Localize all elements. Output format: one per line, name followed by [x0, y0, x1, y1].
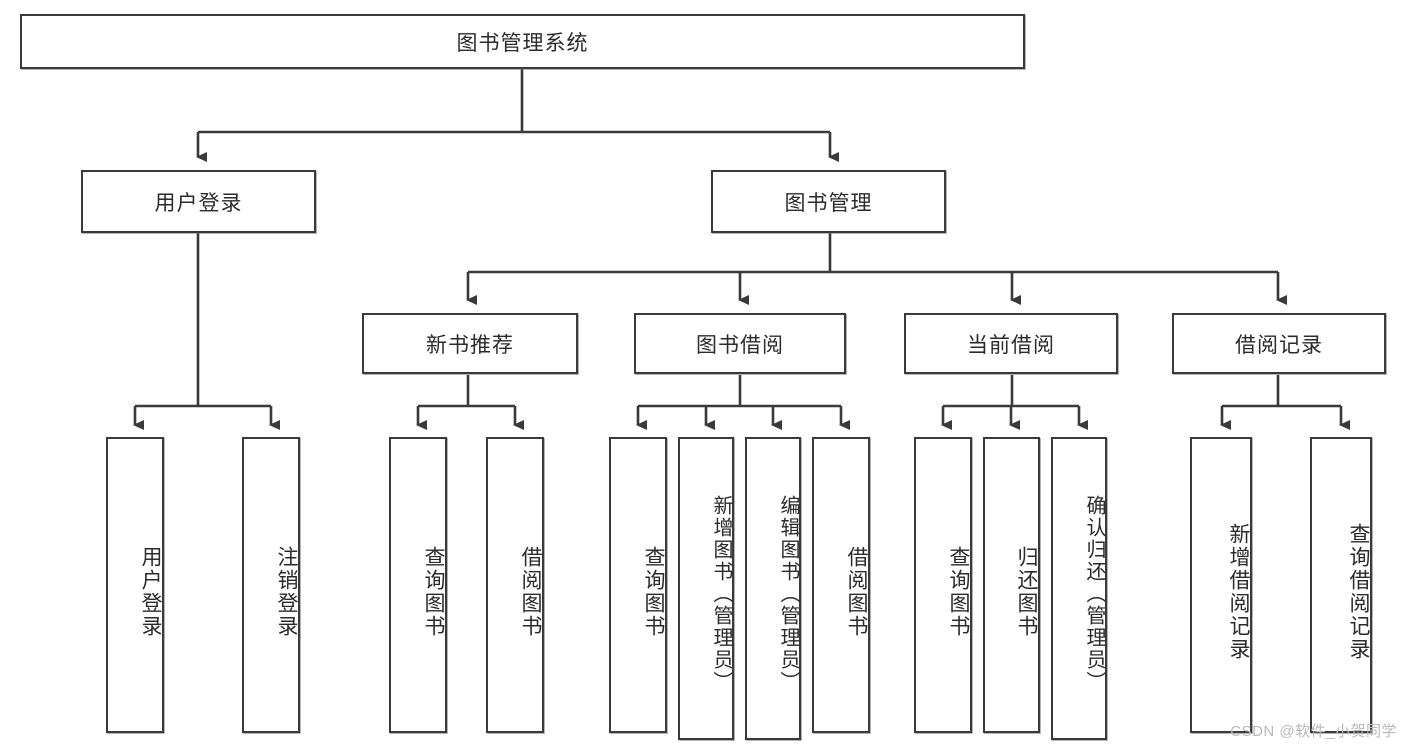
- node-book-management-label: 图书管理: [784, 191, 873, 215]
- node-book-borrow-label: 图书借阅: [696, 333, 784, 357]
- leaf-book-borrow-add-label: 新增图书（管理员）: [710, 494, 732, 693]
- leaf-user-login-login[interactable]: 用户登录: [106, 437, 164, 733]
- leaf-book-borrow-query[interactable]: 查询图书: [609, 437, 667, 733]
- csdn-watermark: CSDN @软件_小贺同学: [1230, 723, 1397, 740]
- leaf-book-borrow-query-label: 查询图书: [642, 546, 665, 638]
- node-book-management[interactable]: 图书管理: [711, 170, 946, 233]
- node-root-system-label: 图书管理系统: [456, 31, 589, 55]
- leaf-current-borrow-query-label: 查询图书: [947, 546, 970, 638]
- leaf-book-borrow-add[interactable]: 新增图书（管理员）: [678, 437, 734, 740]
- node-root-system[interactable]: 图书管理系统: [20, 14, 1025, 69]
- leaf-book-borrow-edit-label: 编辑图书（管理员）: [777, 494, 799, 693]
- leaf-new-book-query[interactable]: 查询图书: [389, 437, 447, 733]
- leaf-book-borrow-borrow[interactable]: 借阅图书: [812, 437, 870, 733]
- node-user-login[interactable]: 用户登录: [81, 170, 316, 233]
- leaf-user-login-logout-label: 注销登录: [275, 546, 298, 638]
- leaf-new-book-borrow-label: 借阅图书: [519, 546, 542, 638]
- leaf-book-borrow-edit[interactable]: 编辑图书（管理员）: [745, 437, 801, 740]
- leaf-borrow-records-query[interactable]: 查询借阅记录: [1310, 437, 1372, 733]
- node-borrow-records[interactable]: 借阅记录: [1172, 313, 1386, 374]
- leaf-new-book-borrow[interactable]: 借阅图书: [486, 437, 544, 733]
- leaf-current-borrow-confirm[interactable]: 确认归还（管理员）: [1051, 437, 1107, 740]
- leaf-current-borrow-return-label: 归还图书: [1015, 546, 1038, 638]
- node-current-borrow-label: 当前借阅: [967, 333, 1055, 357]
- node-borrow-records-label: 借阅记录: [1235, 333, 1323, 357]
- leaf-current-borrow-query[interactable]: 查询图书: [914, 437, 972, 733]
- node-new-book-recommend-label: 新书推荐: [426, 333, 514, 357]
- leaf-borrow-records-add-label: 新增借阅记录: [1227, 523, 1250, 661]
- node-book-borrow[interactable]: 图书借阅: [634, 313, 846, 374]
- leaf-user-login-logout[interactable]: 注销登录: [242, 437, 300, 733]
- node-user-login-label: 用户登录: [154, 191, 243, 215]
- leaf-current-borrow-return[interactable]: 归还图书: [983, 437, 1040, 733]
- leaf-borrow-records-add[interactable]: 新增借阅记录: [1190, 437, 1252, 733]
- leaf-current-borrow-confirm-label: 确认归还（管理员）: [1083, 494, 1105, 693]
- leaf-borrow-records-query-label: 查询借阅记录: [1347, 523, 1370, 661]
- node-current-borrow[interactable]: 当前借阅: [904, 313, 1118, 374]
- node-new-book-recommend[interactable]: 新书推荐: [362, 313, 578, 374]
- leaf-user-login-login-label: 用户登录: [139, 546, 162, 638]
- leaf-new-book-query-label: 查询图书: [422, 546, 445, 638]
- leaf-book-borrow-borrow-label: 借阅图书: [845, 546, 868, 638]
